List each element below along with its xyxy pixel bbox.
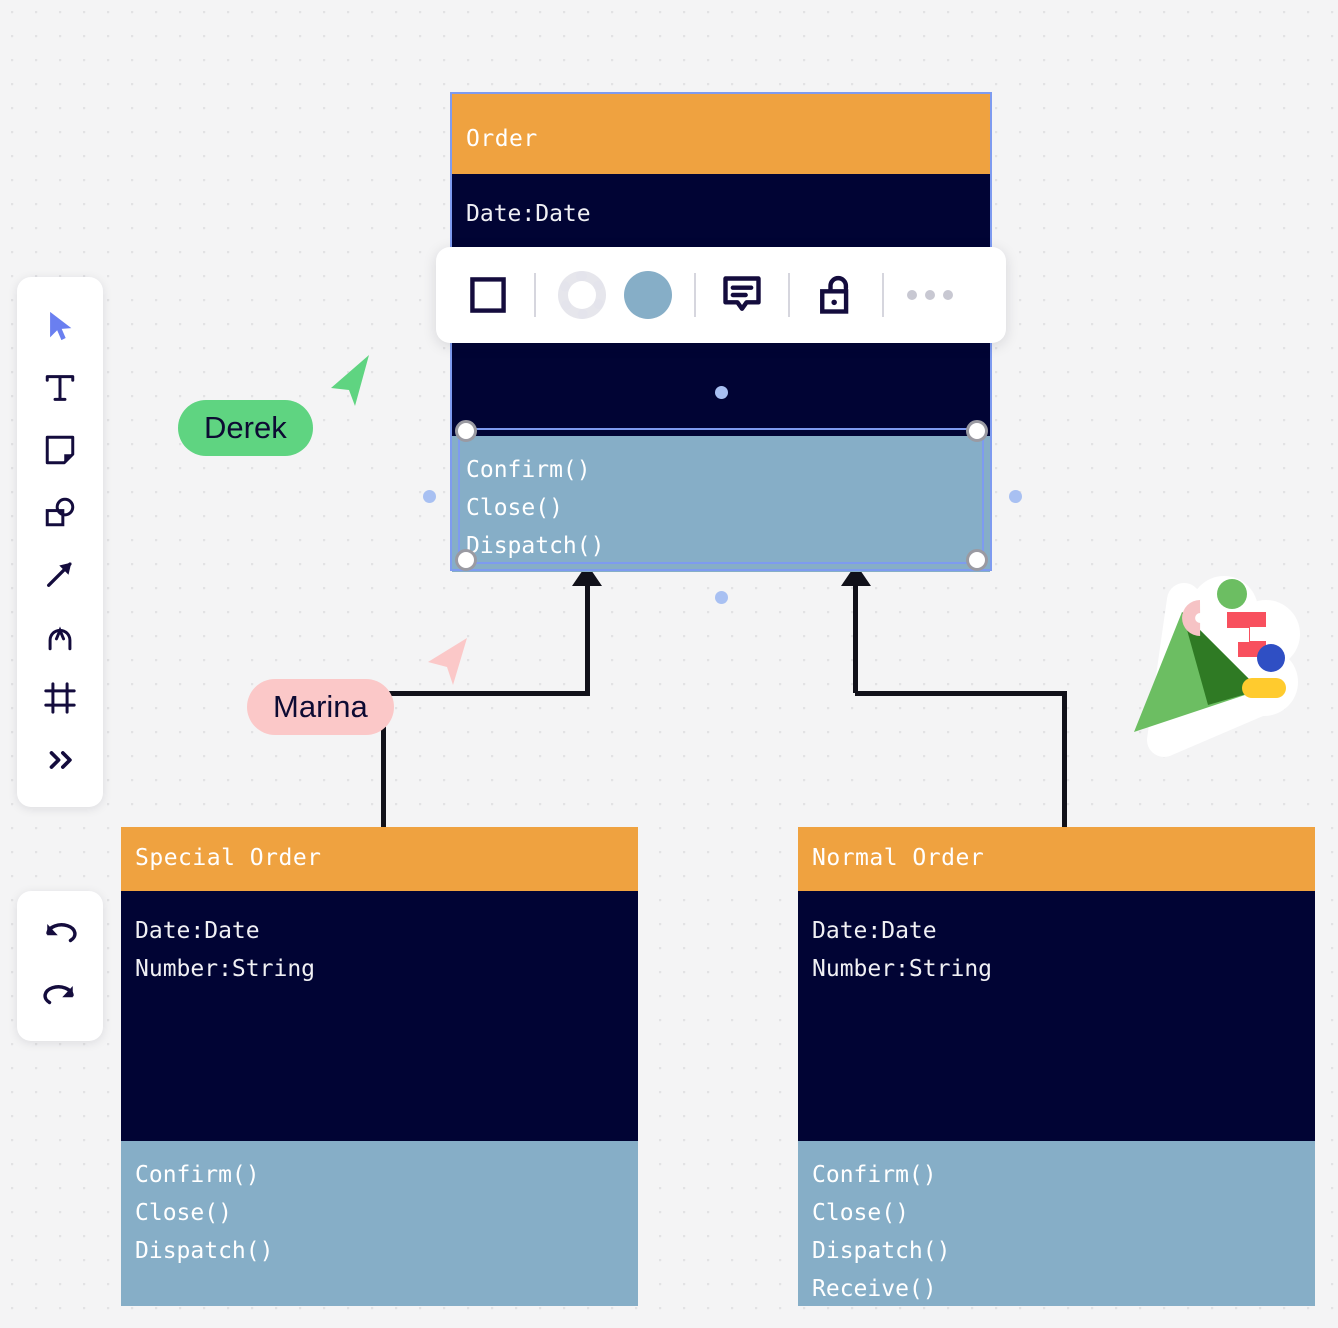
shape-style-button[interactable]: [458, 265, 518, 325]
anchor-dot-right[interactable]: [1009, 490, 1022, 503]
collaborator-name-derek: Derek: [178, 400, 313, 456]
pen-tool[interactable]: [29, 605, 91, 667]
party-popper-sticker[interactable]: [1104, 572, 1300, 762]
resize-handle-bottom-left[interactable]: [455, 549, 477, 571]
comment-button[interactable]: [712, 265, 772, 325]
square-outline-icon: [470, 277, 506, 313]
toolbar-divider: [694, 273, 696, 317]
uml-method-line: Receive(): [812, 1275, 937, 1302]
uml-attribute-line: Number:String: [812, 955, 993, 982]
lock-button[interactable]: [806, 265, 866, 325]
connector-special-segment-horizontal[interactable]: [381, 691, 590, 696]
toolbar-divider: [534, 273, 536, 317]
resize-handle-top-left[interactable]: [455, 420, 477, 442]
uml-method-line: Confirm(): [466, 457, 591, 483]
uml-attribute-line: Date:Date: [135, 918, 260, 944]
connector-tool[interactable]: [29, 543, 91, 605]
uml-class-normal-order-methods: Confirm() Close() Dispatch() Receive(): [798, 1141, 1315, 1306]
anchor-dot-left[interactable]: [423, 490, 436, 503]
uml-method-line: Dispatch(): [135, 1237, 274, 1264]
frame-icon: [44, 682, 76, 714]
connector-special-segment-top[interactable]: [585, 578, 590, 693]
uml-class-order-methods: Confirm() Close() Dispatch(): [452, 436, 990, 572]
border-style-button[interactable]: [552, 265, 612, 325]
toolbar-divider: [882, 273, 884, 317]
uml-class-order-title: Order: [452, 94, 990, 174]
uml-method-line: Confirm(): [135, 1162, 260, 1188]
more-tools[interactable]: [29, 729, 91, 791]
select-tool[interactable]: [29, 295, 91, 357]
connector-normal-segment-bottom[interactable]: [1062, 693, 1067, 827]
frame-tool[interactable]: [29, 667, 91, 729]
resize-handle-top-right[interactable]: [966, 420, 988, 442]
connector-special-segment-bottom[interactable]: [381, 693, 386, 827]
uml-method-line: Close(): [135, 1199, 232, 1226]
text-tool[interactable]: [29, 357, 91, 419]
sticky-note-icon: [45, 435, 75, 465]
unlocked-padlock-icon: [820, 276, 849, 314]
uml-method-line: Confirm(): [812, 1162, 937, 1188]
shapes-tool[interactable]: [29, 481, 91, 543]
filled-circle-icon: [624, 271, 672, 319]
resize-handle-bottom-right[interactable]: [966, 549, 988, 571]
anchor-dot-bottom[interactable]: [715, 591, 728, 604]
uml-method-line: Close(): [812, 1199, 909, 1226]
uml-class-normal-order-title: Normal Order: [798, 827, 1315, 891]
undo-button[interactable]: [29, 905, 91, 967]
anchor-dot-top[interactable]: [715, 386, 728, 399]
dashed-circle-icon: [558, 271, 606, 319]
arrow-icon: [47, 562, 72, 587]
redo-icon: [43, 985, 74, 1005]
uml-attribute-line: Number:String: [135, 955, 316, 982]
uml-method-line: Close(): [466, 494, 563, 521]
uml-class-special-order-title: Special Order: [121, 827, 638, 891]
history-toolbar[interactable]: [17, 891, 103, 1041]
shapes-icon: [45, 497, 75, 527]
cursor-arrow-icon: [50, 311, 72, 341]
uml-method-line: Dispatch(): [812, 1237, 951, 1264]
left-toolbar[interactable]: [17, 277, 103, 807]
cursor-pointer-icon: [428, 638, 467, 685]
undo-icon: [46, 923, 77, 943]
comment-icon: [723, 276, 761, 311]
connector-normal-segment-horizontal[interactable]: [855, 691, 1067, 696]
redo-button[interactable]: [29, 967, 91, 1029]
connector-normal-segment-top[interactable]: [853, 578, 858, 693]
toolbar-divider: [788, 273, 790, 317]
more-options-button[interactable]: [900, 265, 960, 325]
uml-method-line: Dispatch(): [466, 532, 605, 559]
pen-icon: [48, 626, 72, 651]
cursor-pointer-icon: [331, 355, 369, 406]
sticky-note-tool[interactable]: [29, 419, 91, 481]
shape-context-toolbar[interactable]: [436, 247, 1006, 343]
fill-color-button[interactable]: [618, 265, 678, 325]
uml-class-special-order-methods: Confirm() Close() Dispatch(): [121, 1141, 638, 1306]
chevrons-right-icon: [49, 751, 72, 769]
collaborator-name-marina: Marina: [247, 679, 394, 735]
ellipsis-icon: [907, 290, 953, 300]
text-icon: [45, 375, 75, 401]
uml-attribute-line: Date:Date: [812, 918, 937, 944]
